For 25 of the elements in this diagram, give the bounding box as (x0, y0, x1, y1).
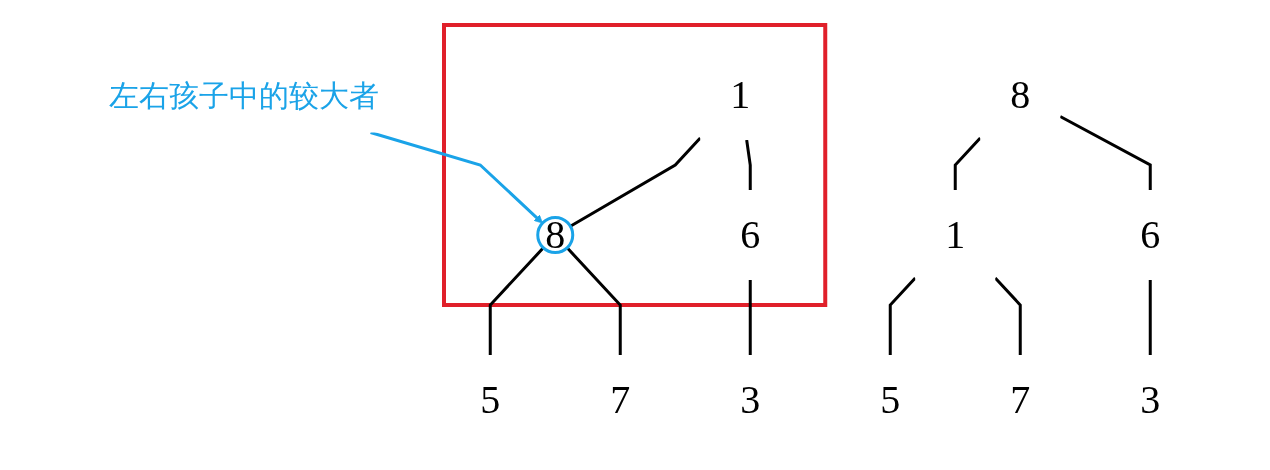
connector (1149, 280, 1153, 355)
connector (566, 246, 623, 355)
connector (994, 277, 1023, 355)
node-text: 6 (1140, 212, 1161, 257)
connector (570, 137, 702, 228)
connector (889, 277, 917, 355)
connector (1059, 115, 1153, 190)
node-text: 左右孩子中的较大者 (109, 78, 380, 112)
connector (745, 139, 753, 190)
node-text: 6 (740, 212, 761, 257)
node-circle: 8 (536, 216, 575, 254)
node-text: 3 (740, 377, 761, 422)
connector (954, 137, 982, 190)
node-text: 5 (880, 377, 901, 422)
connector (489, 246, 545, 355)
arrow (370, 131, 544, 224)
node-text: 1 (730, 72, 751, 117)
node-text: 7 (1010, 377, 1031, 422)
connector (749, 280, 753, 355)
node-text: 3 (1140, 377, 1161, 422)
node-text: 5 (480, 377, 501, 422)
node-text: 1 (945, 212, 966, 257)
node-text: 8 (1010, 72, 1031, 117)
node-text: 7 (610, 377, 631, 422)
cluster (442, 23, 828, 307)
